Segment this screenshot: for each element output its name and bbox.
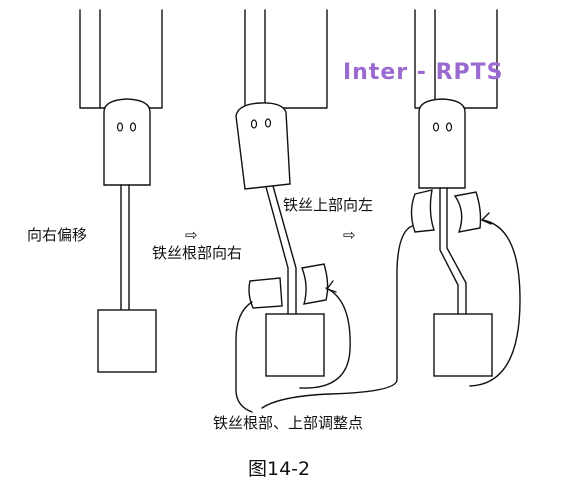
stage-1-head-hole-left	[116, 122, 124, 132]
stage-2-fixture-column	[244, 9, 328, 109]
stage-1-bottom-block	[97, 309, 157, 373]
leader-to-stage-2-root	[235, 301, 253, 413]
adjust-point-leaders	[235, 225, 413, 413]
stage-2-jaw-right	[301, 263, 329, 305]
stage-2-jaw-left	[248, 277, 283, 309]
stage-2-head-hole-right	[264, 118, 272, 128]
stage-3-fixture-column	[414, 9, 498, 109]
stage-2-tilted-head	[235, 102, 291, 190]
watermark-logo: Inter - RPTS	[343, 60, 504, 85]
stage-3-bottom-block	[433, 313, 493, 377]
stage-3-top-left	[410, 9, 521, 387]
stage-1-head-hole-right	[129, 122, 137, 132]
step-arrow-1-icon: ⇨	[185, 226, 198, 244]
stage-3-head-hole-right	[445, 122, 453, 132]
label-wire-root-right: 铁丝根部向右	[152, 244, 243, 262]
stage-2-bottom-block	[265, 313, 325, 377]
stage-3-head-hole-left	[432, 122, 440, 132]
stage-3-feedback-arrow	[469, 219, 521, 387]
stage-2-head-hole-left	[250, 119, 258, 129]
stage-3-wire	[439, 187, 467, 315]
stage-1-fixture-column	[79, 9, 163, 109]
figure-caption: 图14-2	[248, 458, 311, 480]
label-adjust-points: 铁丝根部、上部调整点	[213, 414, 364, 432]
stage-3-jaw-right	[453, 191, 482, 233]
stage-1-wire	[120, 184, 130, 311]
stage-1-offset-right	[79, 9, 163, 373]
label-wire-top-left: 铁丝上部向左	[283, 196, 374, 214]
stage-2-wire	[265, 185, 297, 315]
leader-to-stage-3-top	[261, 225, 413, 409]
stage-2-root-right	[235, 9, 351, 389]
step-arrow-2-icon: ⇨	[343, 226, 356, 244]
stage-1-head	[103, 98, 151, 186]
stage-2-feedback-arrowhead	[326, 280, 337, 293]
stage-3-feedback-arrowhead	[481, 212, 492, 225]
stage-2-feedback-arrow	[299, 287, 351, 389]
stage-3-jaw-left	[410, 189, 435, 233]
label-shift-right: 向右偏移	[27, 226, 88, 244]
stage-3-head	[418, 98, 466, 189]
